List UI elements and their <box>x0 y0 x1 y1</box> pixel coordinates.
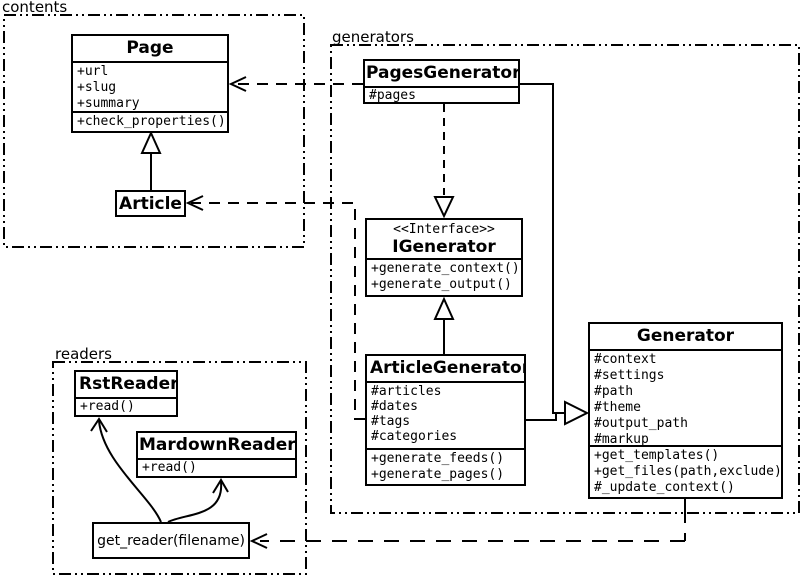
class-box-igenerator: <<Interface>> IGenerator +generate_conte… <box>365 218 523 297</box>
class-methods-articlegenerator: +generate_feeds() +generate_pages() <box>367 448 524 484</box>
class-box-page: Page +url +slug +summary +check_properti… <box>71 34 229 133</box>
class-attributes-pagesgenerator: #pages <box>365 86 518 102</box>
class-title-igenerator: <<Interface>> IGenerator <box>367 220 521 258</box>
package-label-generators: generators <box>332 28 414 46</box>
dependency-articlegenerator-to-article <box>185 195 365 420</box>
class-title-pagesgenerator: PagesGenerator <box>366 63 518 83</box>
class-box-article: Article <box>115 190 186 217</box>
function-box-get-reader: get_reader(filename) <box>92 522 250 559</box>
class-box-mardownreader: MardownReader +read() <box>136 431 297 478</box>
link-getreader-to-mardownreader <box>167 478 229 523</box>
inheritance-article-to-page <box>140 130 162 190</box>
inheritance-articlegenerator-to-igenerator <box>433 296 455 354</box>
link-getreader-to-rstreader <box>90 417 162 523</box>
package-border-readers <box>52 361 307 575</box>
class-methods-rstreader: +read() <box>76 397 176 415</box>
package-label-contents: contents <box>2 0 68 16</box>
class-title-article: Article <box>119 193 182 214</box>
class-methods-page: +check_properties() <box>73 111 227 131</box>
class-box-pagesgenerator: PagesGenerator #pages <box>363 59 520 104</box>
package-label-readers: readers <box>55 345 112 363</box>
class-methods-generator: +get_templates() +get_files(path,exclude… <box>590 445 781 497</box>
class-title-generator: Generator <box>636 326 735 346</box>
class-name-igenerator: IGenerator <box>392 237 496 257</box>
class-attributes-generator: #context #settings #path #theme #output_… <box>590 349 781 445</box>
class-attributes-page: +url +slug +summary <box>73 61 227 111</box>
class-stereotype-igenerator: <<Interface>> <box>393 222 495 237</box>
class-title-rstreader: RstReader <box>79 374 176 394</box>
class-title-page: Page <box>126 38 174 58</box>
class-box-rstreader: RstReader +read() <box>74 370 178 417</box>
dependency-generator-to-getreader <box>249 499 686 549</box>
package-border-contents <box>3 14 305 248</box>
dependency-pagesgenerator-to-page <box>228 76 363 92</box>
class-box-generator: Generator #context #settings #path #them… <box>588 322 783 499</box>
package-border-generators <box>330 44 800 514</box>
class-methods-mardownreader: +read() <box>138 458 295 476</box>
class-box-articlegenerator: ArticleGenerator #articles #dates #tags … <box>365 354 526 486</box>
class-methods-igenerator: +generate_context() +generate_output() <box>367 258 521 295</box>
inheritance-generators-to-generator <box>520 83 590 426</box>
realization-pagesgenerator-to-igenerator <box>433 104 455 219</box>
class-title-articlegenerator: ArticleGenerator <box>370 358 524 378</box>
class-attributes-articlegenerator: #articles #dates #tags #categories <box>367 381 524 448</box>
class-title-mardownreader: MardownReader <box>139 435 295 455</box>
function-label-get-reader: get_reader(filename) <box>97 532 245 549</box>
